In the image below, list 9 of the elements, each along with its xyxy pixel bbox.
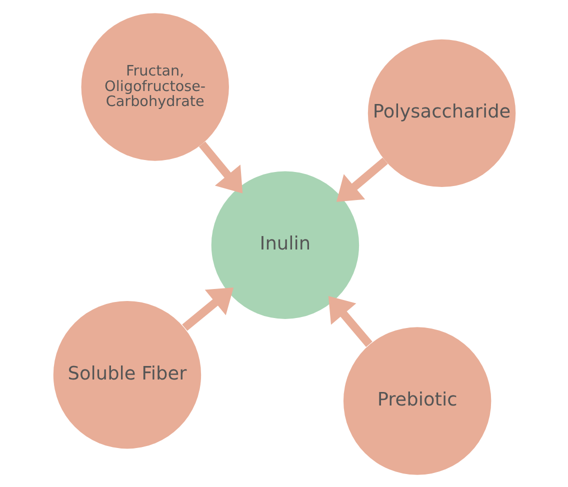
node-circle: Soluble Fiber	[52, 300, 201, 448]
node-circle: Fructan, Oligofructose-Carbohydrate	[80, 12, 228, 160]
arrow	[328, 296, 372, 346]
arrow	[182, 287, 234, 330]
arrow	[336, 157, 388, 202]
arrow	[198, 140, 242, 193]
node-circle: Polysaccharide	[367, 38, 516, 187]
node-circle: Inulin	[210, 170, 359, 318]
node-circle: Prebiotic	[342, 326, 491, 474]
